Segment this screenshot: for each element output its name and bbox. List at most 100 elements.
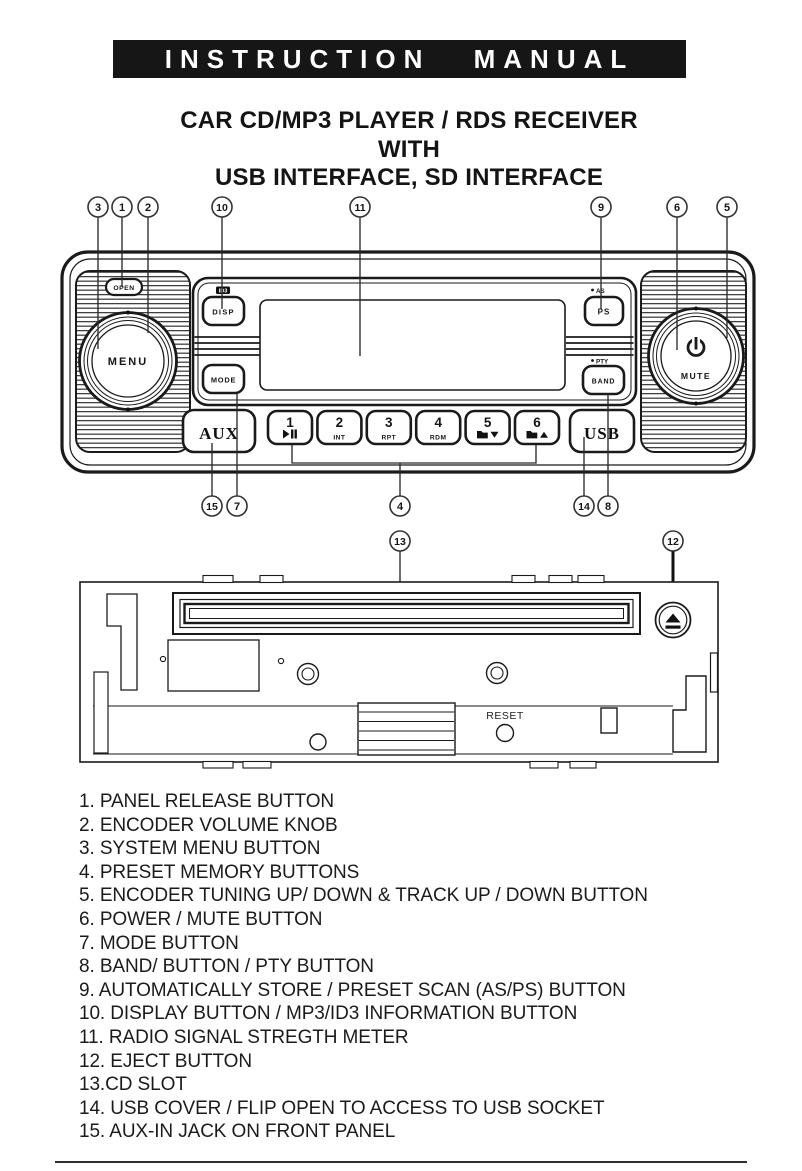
parts-list-item: 12. EJECT BUTTON [79, 1050, 252, 1072]
svg-text:1: 1 [119, 202, 125, 214]
eject-icon [665, 613, 681, 629]
parts-list-item: 14. USB COVER / FLIP OPEN TO ACCESS TO U… [79, 1097, 605, 1119]
svg-text:14: 14 [578, 501, 590, 513]
callout-13: 13 [389, 530, 411, 552]
callout-7: 7 [226, 495, 248, 517]
mute-label: MUTE [681, 371, 711, 381]
bottom-edge-tabs [202, 760, 597, 769]
cd-slot [172, 592, 641, 635]
svg-text:8: 8 [605, 501, 611, 513]
id3-badge-label: ID3 [219, 289, 228, 295]
parts-list-item: 1. PANEL RELEASE BUTTON [79, 791, 334, 812]
parts-list-item: 6. POWER / MUTE BUTTON [79, 908, 323, 930]
callout-1: 1 [111, 196, 133, 218]
preset-button-5 [464, 409, 511, 446]
preset-2-num: 2 [336, 415, 344, 430]
svg-text:6: 6 [674, 202, 680, 214]
title-line-3: USB INTERFACE, SD INTERFACE [214, 164, 604, 191]
open-label: OPEN [113, 285, 134, 292]
parts-list-item: 13.CD SLOT [79, 1074, 187, 1096]
band-button [581, 364, 626, 396]
as-hold-dot [591, 288, 594, 292]
folder-up-icon [526, 431, 548, 439]
pty-label: PTY [596, 358, 609, 365]
preset-button-3 [365, 409, 413, 446]
front-panel-diagram: AUX USB DISP ID3 PS AS [60, 196, 756, 517]
preset-4-sub: RDM [430, 435, 447, 442]
preset-button-6 [513, 409, 561, 446]
reset-label: RESET [486, 710, 524, 722]
parts-list-item: 5. ENCODER TUNING UP/ DOWN & TRACK UP / … [79, 885, 648, 907]
callout-4: 4 [389, 495, 411, 517]
mute-knob: MUTE [647, 306, 745, 406]
screw-hole [296, 662, 320, 686]
svg-text:9: 9 [598, 202, 604, 214]
id3-badge [216, 286, 230, 294]
svg-text:11: 11 [354, 202, 365, 214]
usb-label: USB [584, 424, 620, 443]
svg-text:3: 3 [95, 202, 101, 214]
callout-8: 8 [597, 495, 619, 517]
parts-list-item: 7. MODE BUTTON [79, 932, 239, 954]
main-unit-diagram: RESET 13 12 [79, 530, 719, 769]
chassis-plate [167, 639, 260, 692]
screw-hole [485, 661, 509, 685]
open-button [104, 277, 144, 297]
parts-list-item: 4. PRESET MEMORY BUTTONS [79, 861, 360, 883]
preset-4-num: 4 [434, 415, 442, 430]
svg-text:4: 4 [397, 501, 404, 513]
callout-14: 14 [573, 495, 595, 517]
menu-knob: MENU [78, 310, 178, 412]
band-label: BAND [592, 379, 615, 386]
callout-12: 12 [662, 530, 684, 552]
folder-down-icon [477, 431, 499, 439]
preset-5-num: 5 [484, 415, 492, 430]
preset-button-1 [266, 409, 314, 446]
preset-6-num: 6 [533, 415, 541, 430]
svg-text:10: 10 [216, 202, 228, 214]
front-panel-drawing: AUX USB DISP ID3 PS AS [60, 196, 756, 517]
right-bracket [672, 675, 707, 753]
parts-list-item: 11. RADIO SIGNAL STREGTH METER [79, 1026, 409, 1048]
lcd-display [259, 299, 566, 391]
svg-text:12: 12 [667, 536, 679, 548]
callout-3: 3 [87, 196, 109, 218]
top-edge-tabs [202, 574, 605, 584]
knob-top-nub [126, 310, 130, 315]
knob-top-nub [694, 306, 698, 311]
aux-label: AUX [199, 424, 239, 443]
title-line-2: WITH [377, 135, 441, 163]
chassis-hole [309, 733, 327, 751]
knob-bottom-nub [126, 407, 130, 412]
preset-2-sub: INT [333, 435, 345, 442]
parts-list: 1. PANEL RELEASE BUTTON 2. ENCODER VOLUM… [79, 790, 739, 1144]
svg-text:15: 15 [206, 501, 218, 513]
left-bracket [93, 671, 109, 754]
callout-2: 2 [137, 196, 159, 218]
main-unit-drawing: RESET 13 12 [79, 530, 719, 769]
disp-label: DISP [212, 308, 235, 317]
mode-button [201, 363, 246, 395]
disp-button [201, 295, 246, 327]
title-line-1: CAR CD/MP3 PLAYER / RDS RECEIVER [180, 107, 638, 134]
svg-text:7: 7 [234, 501, 240, 513]
preset-3-num: 3 [385, 415, 393, 430]
preset-button-2 [316, 409, 363, 446]
connector-slot [600, 707, 618, 734]
menu-label: MENU [108, 356, 148, 368]
knob-bottom-nub [694, 401, 698, 406]
parts-list-item: 10. DISPLAY BUTTON / MP3/ID3 INFORMATION… [79, 1003, 578, 1025]
center-panel-inner [197, 282, 632, 401]
pty-hold-dot [591, 359, 594, 362]
callout-6: 6 [666, 196, 688, 218]
footer-rule [55, 1161, 747, 1163]
preset-3-sub: RPT [381, 435, 396, 442]
callout-9: 9 [590, 196, 612, 218]
mode-label: MODE [211, 376, 236, 385]
preset-button-4 [414, 409, 462, 446]
callout-15: 15 [201, 495, 223, 517]
callout-5: 5 [716, 196, 738, 218]
callout-11: 11 [349, 196, 371, 218]
chassis-cutout [106, 593, 138, 691]
usb-cover [568, 408, 636, 454]
